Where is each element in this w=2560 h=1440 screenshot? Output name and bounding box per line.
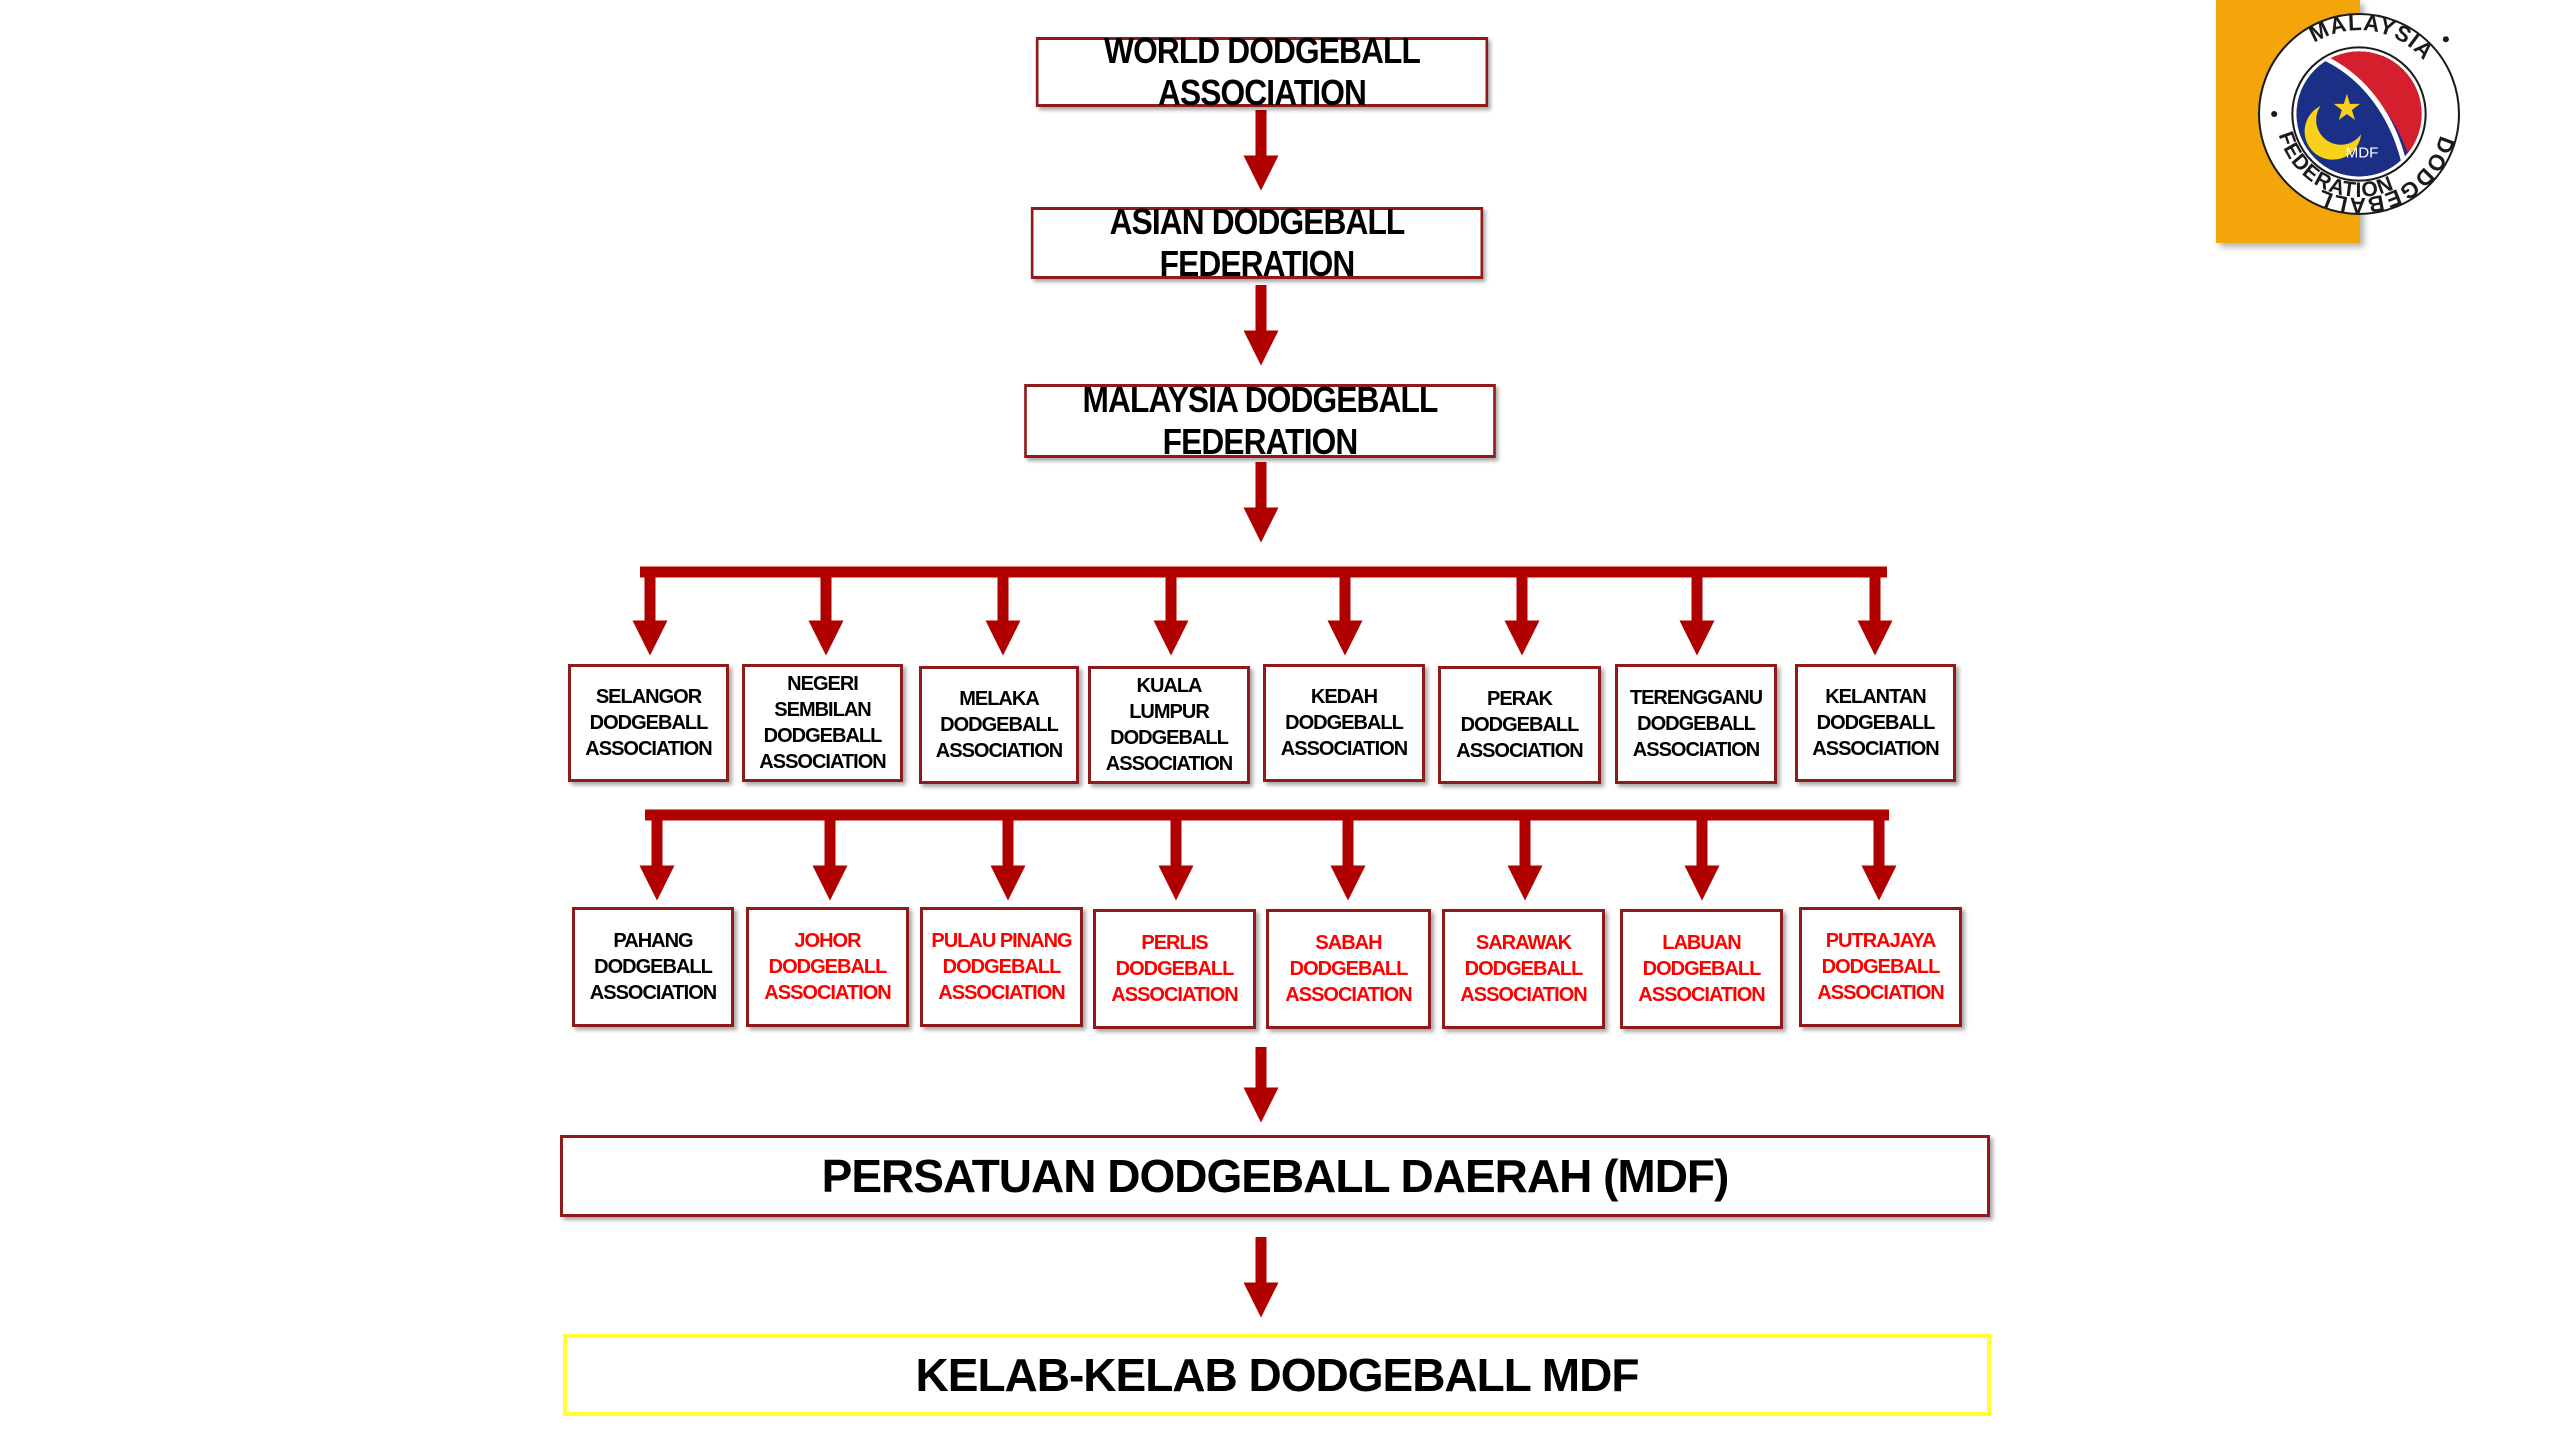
district-association-box: PERSATUAN DODGEBALL DAERAH (MDF) bbox=[560, 1135, 1990, 1217]
logo-center-text: MDF bbox=[2346, 144, 2379, 161]
state-box-row2: SARAWAK DODGEBALL ASSOCIATION bbox=[1442, 909, 1605, 1029]
state-box-row2: PERLIS DODGEBALL ASSOCIATION bbox=[1093, 909, 1256, 1029]
state-box-row2: LABUAN DODGEBALL ASSOCIATION bbox=[1620, 909, 1783, 1029]
malaysia-dodgeball-federation-logo: MDF MALAYSIA DODGEBALL FEDERATION bbox=[2258, 13, 2460, 215]
state-box-row1: TERENGGANU DODGEBALL ASSOCIATION bbox=[1615, 664, 1777, 784]
crescent-moon-icon bbox=[2304, 105, 2362, 160]
state-box-row1: SELANGOR DODGEBALL ASSOCIATION bbox=[568, 664, 729, 782]
state-box-row2: JOHOR DODGEBALL ASSOCIATION bbox=[746, 907, 909, 1027]
star-icon bbox=[2333, 93, 2361, 121]
mdf-clubs-box: KELAB-KELAB DODGEBALL MDF bbox=[563, 1334, 1991, 1416]
state-box-row2: PULAU PINANG DODGEBALL ASSOCIATION bbox=[920, 907, 1083, 1027]
state-box-row1: KEDAH DODGEBALL ASSOCIATION bbox=[1263, 664, 1425, 782]
malaysia-dodgeball-federation-box: MALAYSIA DODGEBALL FEDERATION bbox=[1024, 379, 1496, 462]
world-dodgeball-association-box: WORLD DODGEBALL ASSOCIATION bbox=[1035, 30, 1489, 113]
state-box-row1: PERAK DODGEBALL ASSOCIATION bbox=[1438, 666, 1601, 784]
state-box-row2: PAHANG DODGEBALL ASSOCIATION bbox=[572, 907, 734, 1027]
state-box-row2: SABAH DODGEBALL ASSOCIATION bbox=[1266, 909, 1431, 1029]
asian-dodgeball-federation-box: ASIAN DODGEBALL FEDERATION bbox=[1030, 201, 1484, 284]
state-box-row1: MELAKA DODGEBALL ASSOCIATION bbox=[919, 666, 1079, 784]
state-box-row2: PUTRAJAYA DODGEBALL ASSOCIATION bbox=[1799, 907, 1962, 1027]
state-box-row1: KUALA LUMPUR DODGEBALL ASSOCIATION bbox=[1088, 666, 1250, 784]
state-box-row1: KELANTAN DODGEBALL ASSOCIATION bbox=[1795, 664, 1956, 782]
state-box-row1: NEGERI SEMBILAN DODGEBALL ASSOCIATION bbox=[742, 664, 903, 782]
